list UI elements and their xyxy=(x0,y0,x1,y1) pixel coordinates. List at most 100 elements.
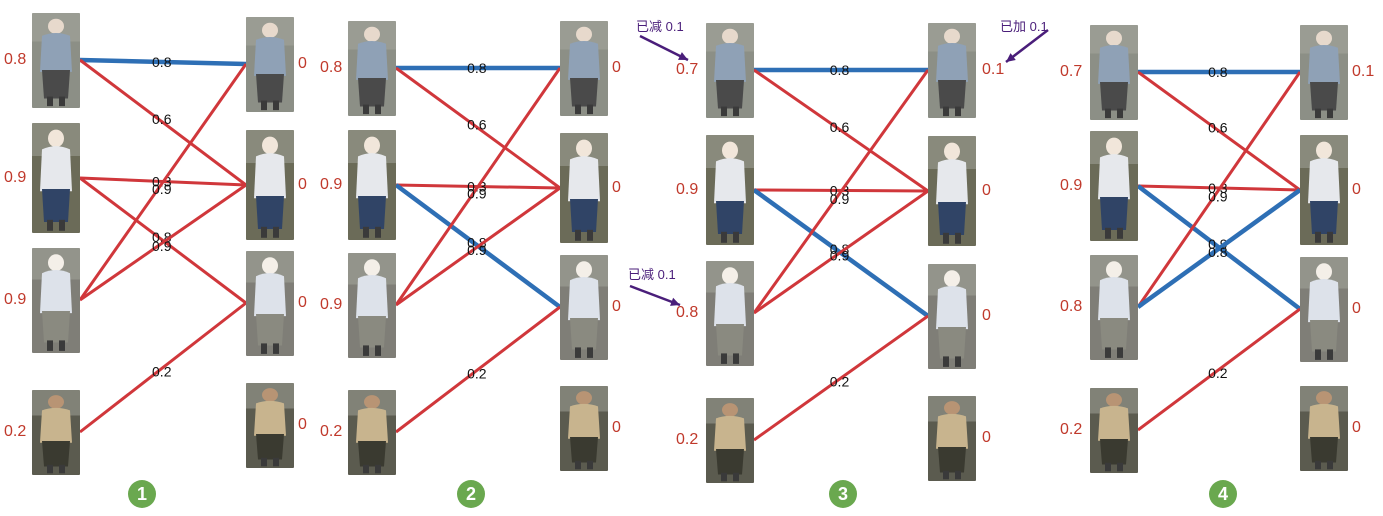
right-score-label: 0 xyxy=(612,298,621,315)
edge-weight-label: 0.9 xyxy=(152,238,172,254)
left-person-image xyxy=(706,260,754,366)
right-person-image xyxy=(560,254,608,360)
left-person-image xyxy=(348,20,396,116)
edge-red xyxy=(753,314,929,442)
annotation-left-mid: 已减 0.1 xyxy=(628,267,676,282)
edge-red xyxy=(79,58,247,187)
edge-weight-label: 0.6 xyxy=(830,119,850,135)
edge-red xyxy=(394,67,562,306)
left-person-image xyxy=(1090,387,1138,473)
step-number-badge: 3 xyxy=(829,480,857,508)
left-score-label: 0.2 xyxy=(676,431,699,448)
right-person-image xyxy=(246,382,294,468)
right-score-label: 0 xyxy=(1352,419,1361,436)
left-score-label: 0.9 xyxy=(320,176,343,193)
left-score-label: 0.2 xyxy=(1060,421,1083,438)
left-score-label: 0.2 xyxy=(4,423,27,440)
edge-weight-label: 0.8 xyxy=(830,62,850,78)
annotation-left-top: 已减 0.1 xyxy=(636,19,684,34)
edge-red xyxy=(79,176,247,305)
edge-weight-label: 0.9 xyxy=(830,191,850,207)
left-person-image xyxy=(1090,24,1138,120)
edge-blue xyxy=(1136,188,1302,309)
left-score-label: 0.9 xyxy=(4,169,27,186)
edge-weight-label: 0.6 xyxy=(1208,119,1228,135)
right-score-label: 0 xyxy=(298,416,307,433)
edge-red xyxy=(1137,70,1301,192)
left-person-image xyxy=(32,389,80,475)
right-score-label: 0 xyxy=(298,55,307,72)
left-score-label: 0.9 xyxy=(1060,177,1083,194)
edge-weight-label: 0.2 xyxy=(467,365,487,381)
left-person-image xyxy=(348,389,396,475)
edge-weight-label: 0.2 xyxy=(830,374,850,390)
edge-red xyxy=(79,301,247,434)
left-score-label: 0.2 xyxy=(320,423,343,440)
edge-red xyxy=(753,189,929,315)
edge-red xyxy=(395,305,561,434)
edge-weight-label: 0.8 xyxy=(467,234,487,250)
edge-red xyxy=(395,186,561,307)
left-person-image xyxy=(348,130,396,240)
right-score-label: 0 xyxy=(298,294,307,311)
right-person-image xyxy=(928,22,976,118)
left-person-image xyxy=(706,397,754,483)
edge-weight-label: 0.8 xyxy=(467,60,487,76)
edge-weight-label: 0.6 xyxy=(467,116,487,132)
right-score-label: 0.1 xyxy=(1352,63,1375,80)
right-person-image xyxy=(246,250,294,356)
edge-red xyxy=(753,68,929,193)
right-person-image xyxy=(928,136,976,246)
right-person-image xyxy=(1300,135,1348,245)
left-person-image xyxy=(32,12,80,108)
right-person-image xyxy=(1300,385,1348,471)
left-person-image xyxy=(32,123,80,233)
edge-weight-label: 0.8 xyxy=(830,241,850,257)
left-score-label: 0.9 xyxy=(4,291,27,308)
right-score-label: 0 xyxy=(612,179,621,196)
edge-red xyxy=(395,66,561,190)
right-person-image xyxy=(560,20,608,116)
right-score-label: 0.1 xyxy=(982,61,1005,78)
edge-red xyxy=(1137,307,1301,432)
edge-weight-label: 0.9 xyxy=(152,181,172,197)
right-person-image xyxy=(560,385,608,471)
left-score-label: 0.8 xyxy=(676,304,699,321)
left-score-label: 0.9 xyxy=(320,296,343,313)
annotation-arrowhead xyxy=(1006,53,1016,62)
left-person-image xyxy=(348,252,396,358)
right-person-image xyxy=(246,16,294,112)
right-person-image xyxy=(928,395,976,481)
left-person-image xyxy=(1090,131,1138,241)
left-score-label: 0.8 xyxy=(4,51,27,68)
left-score-label: 0.7 xyxy=(676,61,699,78)
left-score-label: 0.7 xyxy=(1060,63,1083,80)
edge-weight-label: 0.9 xyxy=(1208,189,1228,205)
step-number-badge: 2 xyxy=(457,480,485,508)
edge-weight-label: 0.8 xyxy=(152,54,172,70)
edge-red xyxy=(1136,71,1302,308)
edge-red xyxy=(78,63,248,301)
edge-weight-label: 0.8 xyxy=(1208,244,1228,260)
left-person-image xyxy=(1090,254,1138,360)
right-score-label: 0 xyxy=(1352,181,1361,198)
edge-weight-label: 0.9 xyxy=(467,186,487,202)
left-score-label: 0.8 xyxy=(320,59,343,76)
step-number-badge: 1 xyxy=(128,480,156,508)
edge-red xyxy=(79,183,247,302)
left-person-image xyxy=(32,247,80,353)
edge-red xyxy=(752,69,930,314)
edge-weight-label: 0.9 xyxy=(830,248,850,264)
right-score-label: 0 xyxy=(982,307,991,324)
annotation-arrowhead xyxy=(678,52,688,60)
left-score-label: 0.9 xyxy=(676,181,699,198)
annotation-arrowhead xyxy=(670,297,680,306)
edge-blue xyxy=(79,57,247,67)
right-person-image xyxy=(560,133,608,243)
right-person-image xyxy=(1300,24,1348,120)
right-person-image xyxy=(246,130,294,240)
right-score-label: 0 xyxy=(298,176,307,193)
left-person-image xyxy=(706,135,754,245)
